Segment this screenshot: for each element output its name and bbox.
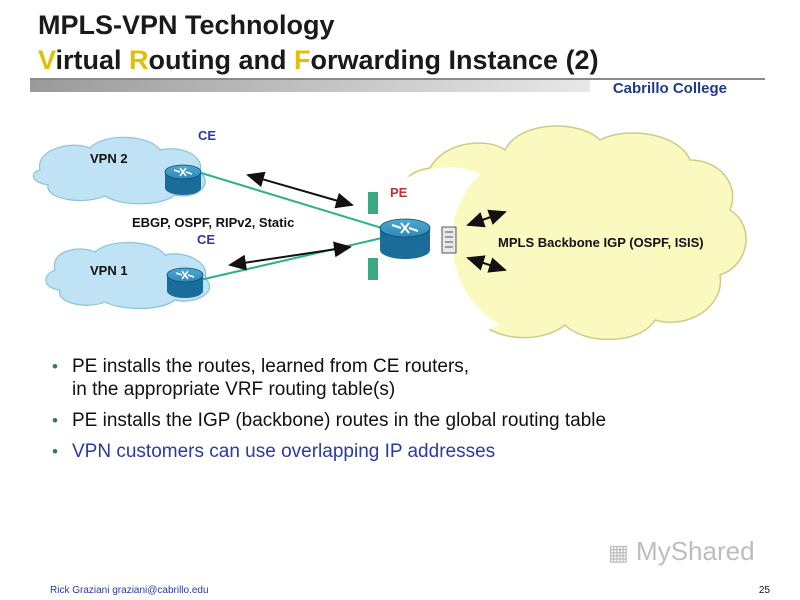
vrf-bar-bottom (368, 258, 378, 280)
protocols-label: EBGP, OSPF, RIPv2, Static (132, 215, 295, 230)
title-shade-bar (30, 80, 590, 92)
page-number: 25 (758, 585, 770, 596)
vpn2-label: VPN 2 (90, 151, 128, 166)
bullet-item: • PE installs the routes, learned from C… (52, 356, 470, 400)
network-diagram (32, 125, 747, 340)
bullet-dot-icon: • (52, 357, 58, 376)
ce-top-label: CE (198, 128, 217, 143)
arrow-backbone-bottom (466, 255, 507, 273)
bullet-dot-icon: • (52, 411, 58, 430)
arrow-backbone-top (466, 209, 507, 228)
slide-subtitle: Virtual Routing and Forwarding Instance … (38, 45, 599, 75)
title-rule (30, 78, 765, 80)
link-ce-bottom (199, 237, 383, 281)
bullet-item: • PE installs the IGP (backbone) routes … (52, 410, 607, 431)
vrf-bar-top (368, 192, 378, 214)
footer-author: Rick Graziani graziani@cabrillo.edu (50, 585, 209, 596)
vpn2-cloud (32, 136, 206, 205)
college-name: Cabrillo College (612, 80, 727, 97)
ce-bottom-label: CE (197, 232, 216, 247)
slide-title: MPLS-VPN Technology (38, 10, 335, 40)
presentation-icon: ▦ (608, 540, 629, 565)
pe-label: PE (390, 185, 408, 200)
vpn1-label: VPN 1 (90, 263, 128, 278)
routing-table-icon (441, 226, 457, 254)
arrow-ce-top (246, 171, 354, 209)
watermark-logo: ▦ MyShared (608, 536, 755, 566)
arrow-ce-bottom (228, 241, 352, 271)
bullet-item-highlight: • VPN customers can use overlapping IP a… (52, 441, 496, 462)
router-pe-icon (379, 218, 431, 259)
router-ce-top-icon (164, 164, 202, 195)
router-ce-bottom-icon (166, 267, 204, 298)
backbone-label: MPLS Backbone IGP (OSPF, ISIS) (498, 235, 704, 250)
bullet-list: • PE installs the routes, learned from C… (52, 355, 772, 471)
bullet-dot-icon: • (52, 442, 58, 461)
